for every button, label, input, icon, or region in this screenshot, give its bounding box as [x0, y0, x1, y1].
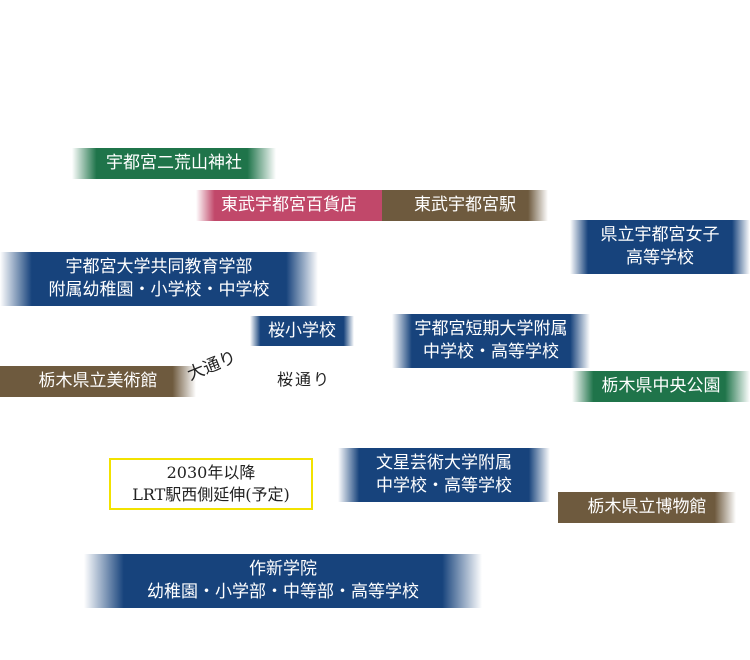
- central-park-text: 栃木県中央公園: [601, 376, 721, 396]
- bunsei-attached-schools-text-2: 中学校・高等学校: [376, 476, 512, 496]
- sakura-dori-road-label: 桜通り: [277, 370, 332, 389]
- junior-college-attached-text-2: 中学校・高等学校: [423, 342, 559, 362]
- sakura-elementary-label: 桜小学校: [250, 316, 354, 346]
- tobu-station-text: 東武宇都宮駅: [414, 195, 516, 215]
- prefectural-girls-high-text-1: 県立宇都宮女子: [600, 225, 720, 245]
- sakura-elementary-text: 桜小学校: [268, 320, 336, 341]
- lrt-extension-plan-note: 2030年以降 LRT駅西側延伸(予定): [109, 458, 313, 510]
- prefectural-museum-label: 栃木県立博物館: [558, 492, 736, 523]
- prefectural-museum-text: 栃木県立博物館: [587, 497, 707, 517]
- prefectural-girls-high-text-2: 高等学校: [626, 248, 694, 268]
- futaarayama-shrine-text: 宇都宮二荒山神社: [106, 153, 242, 173]
- tobu-department-store-label: 東武宇都宮百貨店: [196, 190, 382, 221]
- tobu-department-store-text: 東武宇都宮百貨店: [221, 195, 357, 215]
- university-attached-schools-text-2: 附属幼稚園・小学校・中学校: [48, 280, 270, 300]
- sakushin-gakuin-label: 作新学院 幼稚園・小学部・中等部・高等学校: [84, 554, 482, 608]
- lrt-extension-plan-text-2: LRT駅西側延伸(予定): [132, 485, 290, 504]
- tobu-station-label: 東武宇都宮駅: [382, 190, 548, 221]
- sakushin-gakuin-text-1: 作新学院: [249, 559, 317, 579]
- junior-college-attached-text-1: 宇都宮短期大学附属: [414, 319, 568, 339]
- prefectural-girls-high-label: 県立宇都宮女子 高等学校: [570, 220, 750, 274]
- futaarayama-shrine-label: 宇都宮二荒山神社: [72, 148, 276, 179]
- bunsei-attached-schools-text-1: 文星芸術大学附属: [376, 453, 512, 473]
- central-park-label: 栃木県中央公園: [572, 371, 750, 402]
- sakushin-gakuin-text-2: 幼稚園・小学部・中等部・高等学校: [147, 582, 419, 602]
- junior-college-attached-label: 宇都宮短期大学附属 中学校・高等学校: [392, 314, 590, 368]
- university-attached-schools-label: 宇都宮大学共同教育学部 附属幼稚園・小学校・中学校: [0, 252, 318, 306]
- art-museum-text: 栃木県立美術館: [38, 371, 158, 391]
- art-museum-label: 栃木県立美術館: [0, 366, 196, 397]
- odori-road-label: 大通り: [184, 347, 240, 385]
- university-attached-schools-text-1: 宇都宮大学共同教育学部: [65, 257, 253, 277]
- lrt-extension-plan-text-1: 2030年以降: [166, 463, 256, 482]
- bunsei-attached-schools-label: 文星芸術大学附属 中学校・高等学校: [338, 448, 550, 502]
